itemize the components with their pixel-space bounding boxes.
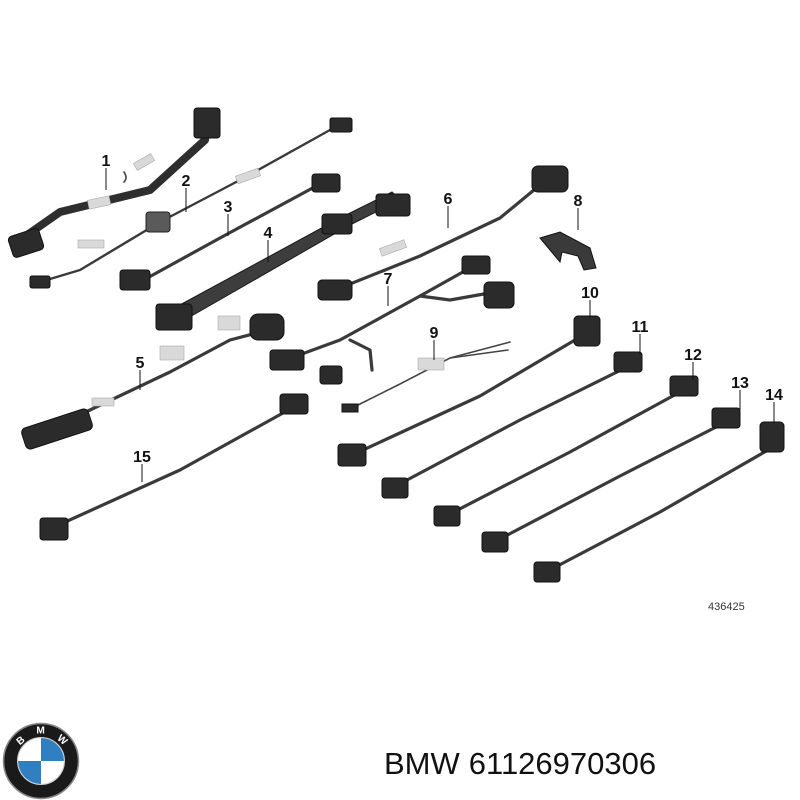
callout-5: 5 xyxy=(136,355,145,372)
part-2-cable xyxy=(29,117,353,289)
callout-8: 8 xyxy=(574,193,583,210)
part-4-ribbon xyxy=(155,191,411,331)
part-9-wire xyxy=(341,341,511,413)
svg-text:M: M xyxy=(36,726,44,737)
callout-14: 14 xyxy=(765,387,783,404)
callout-15: 15 xyxy=(133,449,151,466)
callout-2: 2 xyxy=(182,173,191,190)
callout-12: 12 xyxy=(684,347,702,364)
part-1-harness xyxy=(7,107,221,258)
callout-numbers: 1 2 3 4 5 6 7 8 9 10 11 12 13 14 15 xyxy=(102,153,783,466)
part-5-cable xyxy=(21,313,285,450)
callout-13: 13 xyxy=(731,375,749,392)
bmw-roundel-icon: B M W xyxy=(2,722,80,800)
part-15-lead xyxy=(39,393,309,541)
part-3-cable xyxy=(119,173,341,291)
part-11-lead xyxy=(381,351,643,499)
callout-3: 3 xyxy=(224,199,233,216)
part-7-harness xyxy=(269,255,515,385)
callout-6: 6 xyxy=(444,191,453,208)
part-10-lead xyxy=(337,315,601,467)
callout-9: 9 xyxy=(430,325,439,342)
part-13-lead xyxy=(481,407,741,553)
callout-10: 10 xyxy=(581,285,599,302)
leader-lines xyxy=(105,168,775,482)
part-6-cable xyxy=(317,165,569,301)
callout-1: 1 xyxy=(102,153,111,170)
diagram-reference-number: 436425 xyxy=(708,601,745,613)
part-12-lead xyxy=(433,375,699,527)
brand-name: BMW xyxy=(384,746,460,781)
callout-11: 11 xyxy=(632,319,649,336)
part-8-bracket xyxy=(539,231,597,271)
part-14-lead xyxy=(533,421,785,583)
callout-4: 4 xyxy=(264,225,273,242)
callout-7: 7 xyxy=(384,271,393,288)
part-number: 61126970306 xyxy=(468,746,657,781)
